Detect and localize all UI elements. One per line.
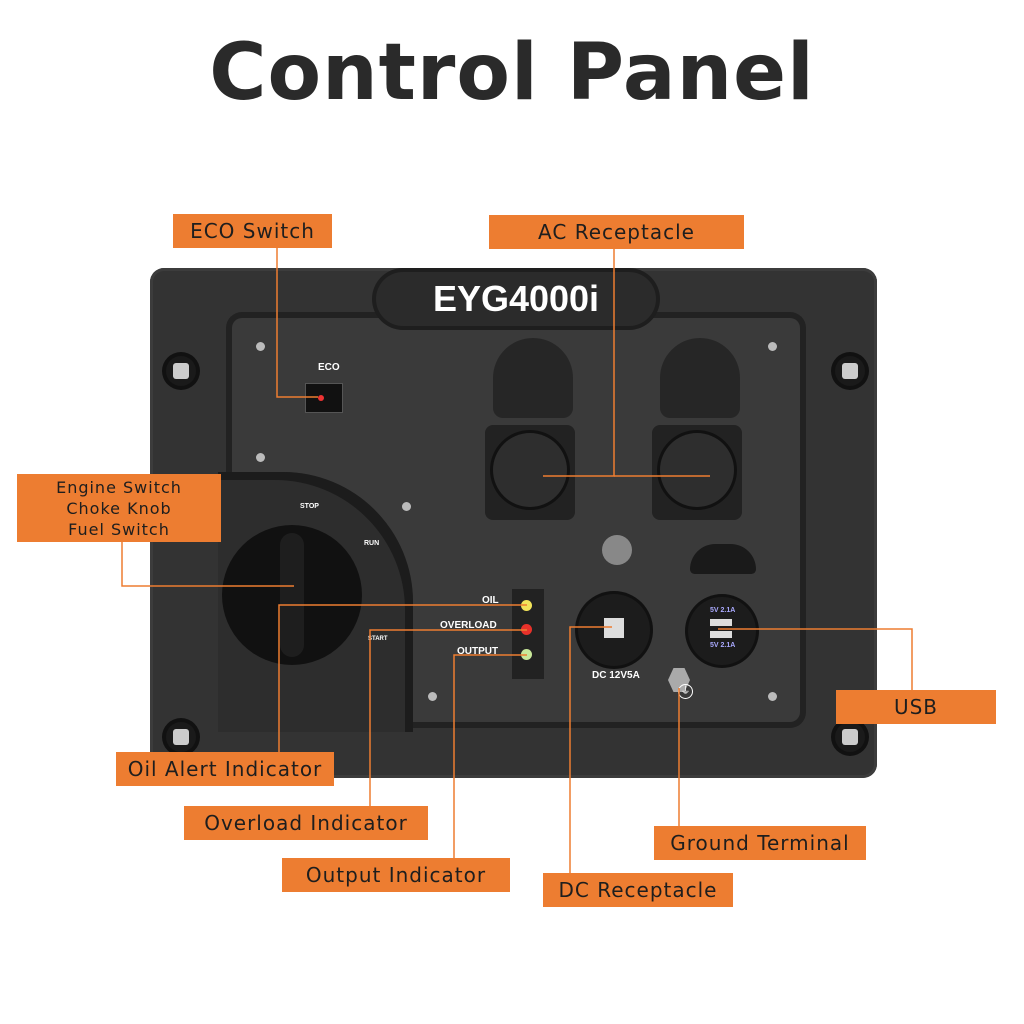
page-title: Control Panel (209, 28, 815, 118)
bolt-icon (166, 722, 196, 752)
run-text: RUN (364, 540, 380, 547)
usb-ports[interactable]: 5V 2.1A 5V 2.1A (688, 597, 756, 665)
oil-text: OIL (482, 595, 499, 606)
label-fuel-switch-line: Fuel Switch (68, 519, 170, 539)
stop-text: STOP (300, 503, 319, 510)
dc-rating-text: DC 12V5A (592, 670, 640, 681)
screw-icon (256, 342, 265, 351)
dc-breaker-button[interactable] (602, 535, 632, 565)
start-text: START (368, 636, 388, 642)
screw-icon (768, 692, 777, 701)
ac-receptacle[interactable] (652, 425, 742, 520)
label-dc-receptacle: DC Receptacle (543, 873, 733, 907)
usb-port2-rating: 5V 2.1A (710, 642, 736, 649)
label-engine-switch-line: Engine Switch (56, 477, 182, 497)
label-eco-switch: ECO Switch (173, 214, 332, 248)
bolt-icon (835, 356, 865, 386)
screw-icon (402, 502, 411, 511)
screw-icon (768, 342, 777, 351)
label-ac-receptacle: AC Receptacle (489, 215, 744, 249)
label-overload: Overload Indicator (184, 806, 428, 840)
overload-text: OVERLOAD (440, 620, 497, 631)
label-engine-switch: Engine Switch Choke Knob Fuel Switch (17, 474, 221, 542)
output-text: OUTPUT (457, 646, 499, 657)
usb-port1-rating: 5V 2.1A (710, 607, 736, 614)
ac-receptacle[interactable] (485, 425, 575, 520)
dc-receptacle[interactable] (578, 594, 650, 666)
model-nameplate: EYG4000i (376, 272, 656, 326)
screw-icon (428, 692, 437, 701)
screw-icon (256, 453, 265, 462)
label-usb: USB (836, 690, 996, 724)
ac-cover-icon[interactable] (660, 338, 740, 418)
usb-port[interactable] (710, 631, 732, 638)
bolt-icon (166, 356, 196, 386)
eco-text: ECO (318, 362, 340, 373)
eco-switch[interactable] (305, 383, 343, 413)
label-output: Output Indicator (282, 858, 510, 892)
label-ground: Ground Terminal (654, 826, 866, 860)
engine-knob[interactable] (222, 525, 362, 665)
label-choke-knob-line: Choke Knob (66, 498, 172, 518)
bolt-icon (835, 722, 865, 752)
usb-port[interactable] (710, 619, 732, 626)
label-oil-alert: Oil Alert Indicator (116, 752, 334, 786)
ac-cover-icon[interactable] (493, 338, 573, 418)
usb-cover-icon[interactable] (690, 544, 756, 574)
